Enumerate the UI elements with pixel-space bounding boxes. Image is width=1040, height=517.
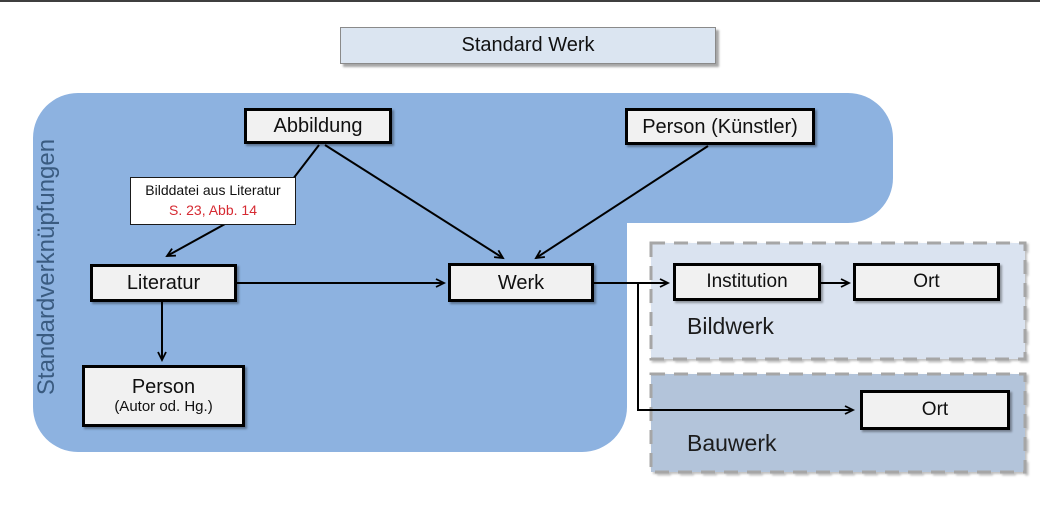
bauwerk-panel-label: Bauwerk	[687, 430, 777, 456]
node-institution: Institution	[673, 263, 821, 301]
annotation-callout: Bilddatei aus Literatur S. 23, Abb. 14	[130, 177, 296, 225]
container-caption: Standardverknüpfungen	[32, 117, 62, 417]
page-top-rule	[0, 0, 1040, 2]
arrow-person-kuenstler-to-werk	[534, 145, 709, 260]
node-person-autor-sublabel: (Autor od. Hg.)	[114, 398, 213, 416]
node-literatur-label: Literatur	[126, 272, 201, 294]
bildwerk-panel-label: Bildwerk	[687, 313, 774, 339]
node-werk-label: Werk	[497, 271, 545, 294]
annotation-line2: S. 23, Abb. 14	[169, 202, 257, 218]
arrow-abbildung-to-werk	[324, 144, 505, 260]
container-caption-label: Standardverknüpfungen	[33, 138, 60, 396]
node-abbildung: Abbildung	[244, 108, 392, 144]
annotation-line1: Bilddatei aus Literatur	[145, 182, 281, 199]
node-werk: Werk	[448, 263, 594, 302]
node-literatur: Literatur	[90, 264, 237, 302]
bildwerk-panel-caption: Bildwerk	[687, 313, 774, 340]
arrow-werk-to-ort-bauwerk	[637, 283, 856, 415]
node-ort-bauwerk-label: Ort	[921, 398, 949, 420]
node-institution-label: Institution	[706, 270, 788, 292]
node-ort-bildwerk: Ort	[853, 263, 1000, 301]
node-person-autor: Person (Autor od. Hg.)	[82, 365, 245, 427]
node-person-kuenstler: Person (Künstler)	[625, 108, 815, 145]
bauwerk-panel-caption: Bauwerk	[687, 430, 776, 457]
node-ort-bildwerk-label: Ort	[913, 270, 940, 292]
diagram-title: Standard Werk	[340, 27, 716, 64]
node-abbildung-label: Abbildung	[273, 115, 363, 137]
node-person-autor-label: Person	[131, 376, 196, 399]
node-ort-bauwerk: Ort	[860, 390, 1010, 430]
bildwerk-panel	[649, 241, 1027, 361]
node-person-kuenstler-label: Person (Künstler)	[642, 115, 798, 138]
diagram-title-label: Standard Werk	[461, 34, 595, 56]
